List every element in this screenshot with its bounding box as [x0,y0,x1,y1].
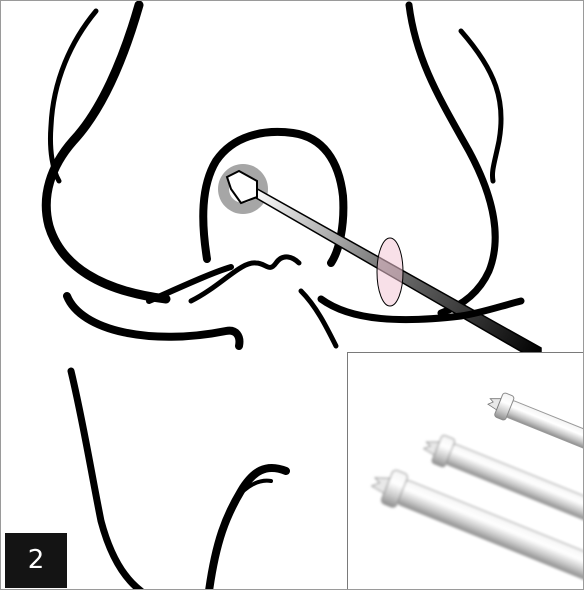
guide-pin-closeup-inset [347,352,584,590]
femur-right-outline [409,5,495,313]
step-number-label: 2 [28,545,45,575]
femur-left-outline [46,5,166,299]
tibial-plateau-right [321,299,521,320]
tunnel-marker-ellipse [377,238,403,306]
tibial-plateau-left [67,296,239,346]
tibia-left-outline [71,371,141,590]
guide-pin-closeup-drawing [348,353,584,590]
guide-pin-rod [485,388,584,461]
femur-right-lobe [461,31,501,181]
step-number-badge: 2 [5,533,67,588]
